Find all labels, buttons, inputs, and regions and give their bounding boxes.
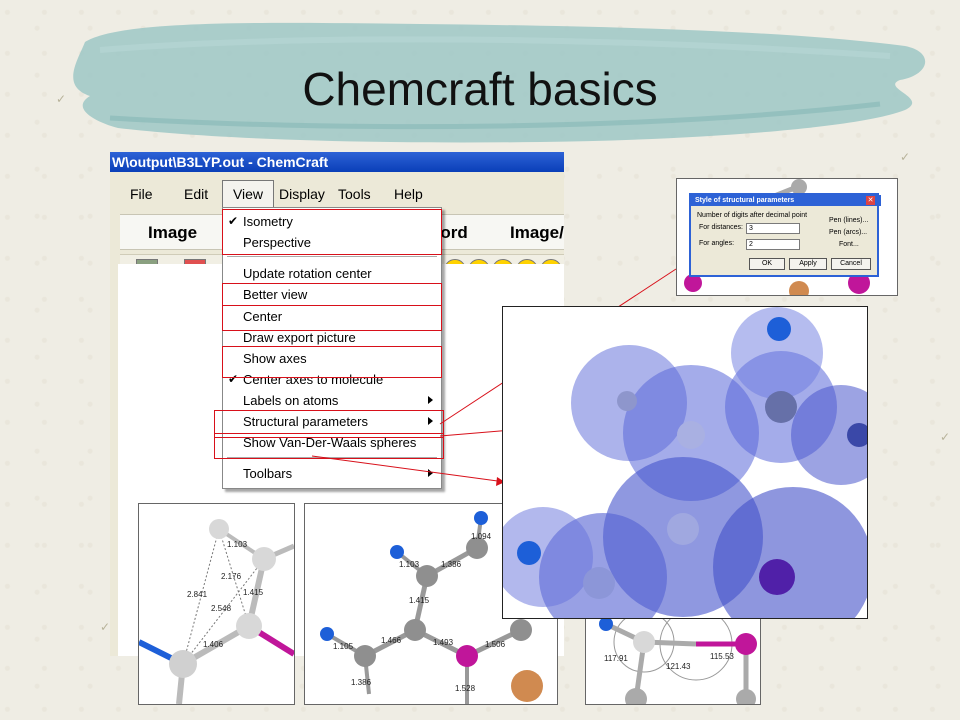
check-icon: ✔ [228,214,239,228]
bond-length-label: 1.386 [441,560,462,569]
distance-label: 1.103 [227,540,248,549]
decor-tick: ✓ [900,150,911,164]
distance-label: 2.548 [211,604,232,613]
distance-label: 1.415 [243,588,264,597]
menu-item-show-vdw-spheres[interactable]: Show Van-Der-Waals spheres [243,435,417,450]
tab-image[interactable]: Image [148,223,198,242]
apply-button[interactable]: Apply [789,258,827,270]
highlight-box-show-axes [222,346,442,378]
title-brush-stroke [73,22,926,143]
decor-tick: ✓ [100,620,111,634]
submenu-arrow-icon [428,469,433,477]
dialog-title: Style of structural parameters [691,195,881,206]
menu-item-perspective[interactable]: Perspective [243,235,311,250]
molecule-bonds-icon [320,511,543,704]
style-structural-parameters-dialog: Style of structural parameters ✕ Number … [689,193,881,277]
slide-title: Chemcraft basics [302,63,658,115]
distances-input[interactable]: 3 [746,223,800,234]
highlight-box-projection [222,209,442,255]
vdw-spheres-icon [503,307,867,618]
molecule-distances-icon [139,519,294,704]
angles-input[interactable]: 2 [746,239,800,250]
bond-length-label: 1.415 [409,596,430,605]
ok-button[interactable]: OK [749,258,785,270]
angles-label: For angles: [699,240,735,247]
bond-length-label: 1.105 [333,642,354,651]
menu-separator [227,256,437,257]
bond-length-label: 1.386 [351,678,372,687]
bond-length-label: 1.493 [433,638,454,647]
font-button[interactable]: Font... [839,241,859,248]
digits-group-label: Number of digits after decimal point [697,212,808,219]
angle-label: 117.91 [604,654,628,663]
menu-item-better-view[interactable]: Better view [243,287,308,302]
cancel-button[interactable]: Cancel [831,258,871,270]
bond-length-label: 1.506 [485,640,506,649]
menu-item-draw-export-picture[interactable]: Draw export picture [243,330,356,345]
menu-item-show-axes[interactable]: Show axes [243,351,307,366]
menu-display[interactable]: Display [279,186,325,202]
vdw-spheres-panel [502,306,868,619]
bond-length-label: 1.466 [381,636,402,645]
tab-image-a[interactable]: Image/a [510,223,564,242]
menu-item-center-axes[interactable]: ✔ Center axes to molecule [228,372,384,387]
decor-tick: ✓ [940,430,951,444]
pen-lines-button[interactable]: Pen (lines)... [829,217,869,224]
angle-label: 115.53 [710,652,734,661]
menu-item-toolbars[interactable]: Toolbars [223,464,441,484]
menu-item-structural-parameters[interactable]: Structural parameters [223,412,441,432]
close-icon[interactable]: ✕ [866,196,875,205]
menu-view[interactable]: View [222,180,274,207]
menu-file[interactable]: File [130,186,153,202]
distance-label: 2.176 [221,572,242,581]
menu-tools[interactable]: Tools [338,186,371,202]
menu-item-center[interactable]: Center [243,309,283,324]
menu-separator [227,457,437,458]
highlight-box-center [222,305,442,331]
decor-tick: ✓ [56,92,67,106]
angle-label: 121.43 [666,662,691,671]
pen-arcs-button[interactable]: Pen (arcs)... [829,229,868,236]
menu-item-update-rotation-center[interactable]: Update rotation center [243,266,372,281]
menu-edit[interactable]: Edit [184,186,209,202]
submenu-arrow-icon [428,417,433,425]
distances-label: For distances: [699,224,743,231]
bond-length-label: 1.103 [399,560,420,569]
bond-length-label: 1.094 [471,532,492,541]
menu-help[interactable]: Help [394,186,423,202]
window-titlebar[interactable]: W\output\B3LYP.out - ChemCraft [110,152,564,172]
menu-item-isometry[interactable]: ✔ Isometry [228,214,293,229]
check-icon: ✔ [228,372,239,386]
distance-label: 2.841 [187,590,208,599]
bond-length-label: 1.528 [455,684,476,693]
highlight-box-structural-parameters [214,410,444,438]
distance-label: 1.406 [203,640,224,649]
menu-item-labels-on-atoms[interactable]: Labels on atoms [223,391,441,411]
distance-labels-panel: 1.103 2.176 1.415 2.841 2.548 1.406 [138,503,295,705]
submenu-arrow-icon [428,396,433,404]
